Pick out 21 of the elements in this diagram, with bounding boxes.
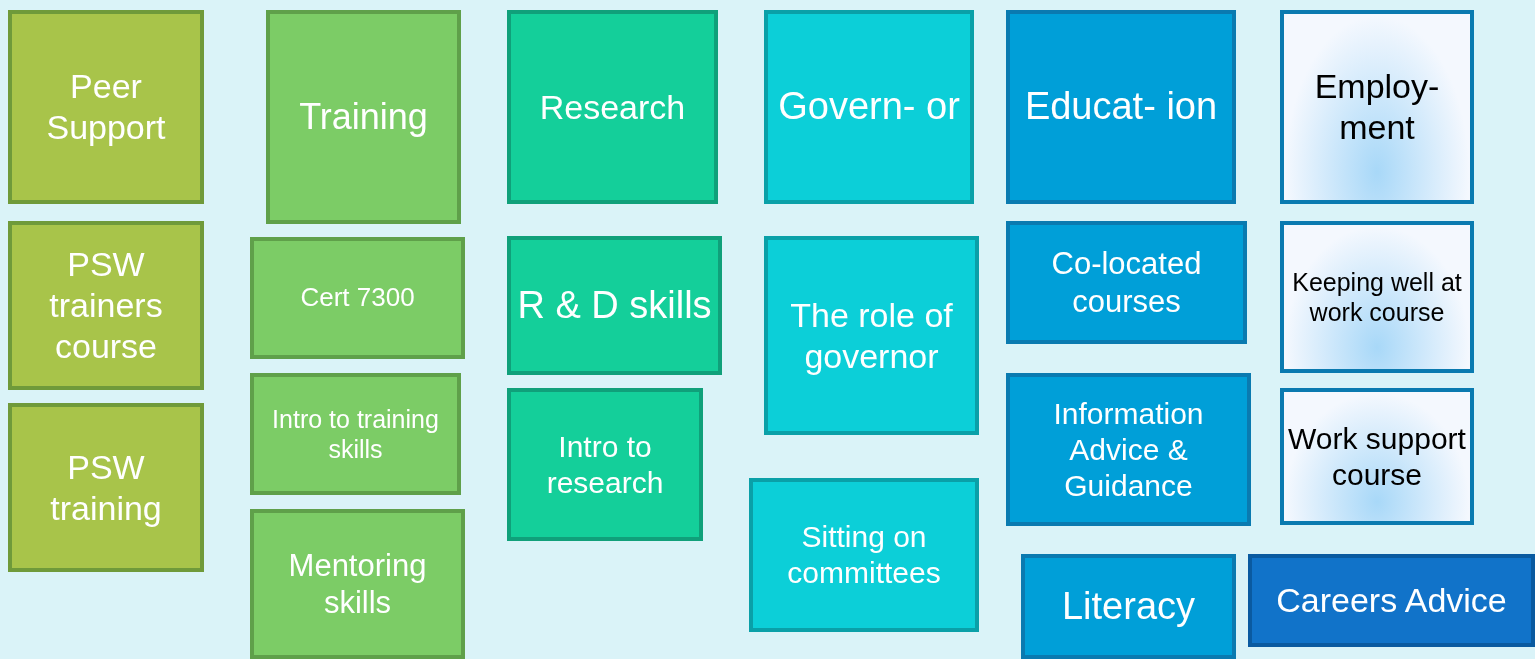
category-box: Sitting on committees [749,478,979,632]
category-box: Information Advice & Guidance [1006,373,1251,526]
category-box: Keeping well at work course [1280,221,1474,373]
category-box: Mentoring skills [250,509,465,659]
category-box: Literacy [1021,554,1236,659]
category-box: PSW training [8,403,204,572]
category-box: Work support course [1280,388,1474,525]
category-box: R & D skills [507,236,722,375]
category-box: Peer Support [8,10,204,204]
category-box: The role of governor [764,236,979,435]
category-box: Research [507,10,718,204]
category-box: Co-located courses [1006,221,1247,344]
category-box: PSW trainers course [8,221,204,390]
category-box: Educat- ion [1006,10,1236,204]
category-box: Intro to training skills [250,373,461,495]
category-box: Govern- or [764,10,974,204]
category-box: Careers Advice [1248,554,1535,647]
category-box: Employ- ment [1280,10,1474,204]
category-box: Intro to research [507,388,703,541]
category-box: Training [266,10,461,224]
category-box: Cert 7300 [250,237,465,359]
